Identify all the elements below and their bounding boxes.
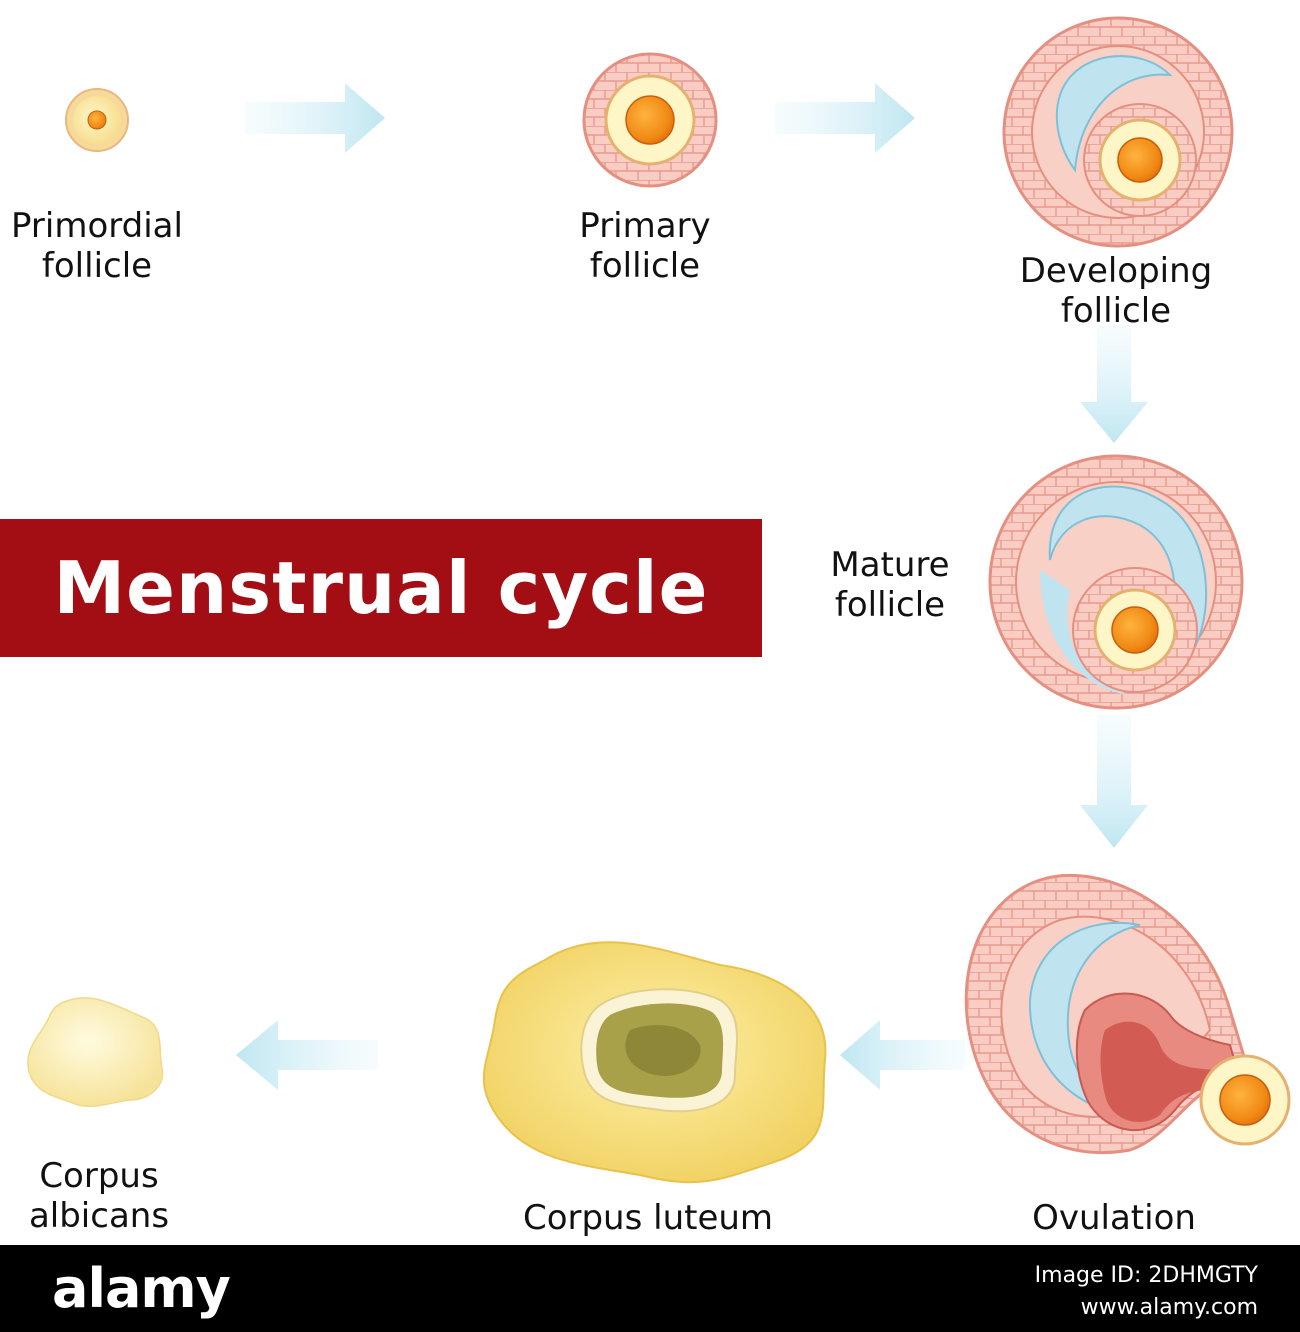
menstrual-cycle-diagram: Primordial follicle Primary follicle Dev…: [0, 16, 1291, 1238]
image-id: Image ID: 2DHMGTY: [1034, 1263, 1258, 1288]
primary-follicle-illustration: [582, 52, 718, 188]
diagram-title: Menstrual cycle: [53, 546, 709, 630]
ovulation-illustration: [964, 873, 1291, 1154]
label-developing-follicle: Developing follicle: [1019, 251, 1213, 331]
label-ovulation: Ovulation: [1032, 1198, 1196, 1238]
developing-follicle-illustration: [1002, 16, 1234, 248]
arrow-right-icon: [775, 83, 915, 153]
label-mature-follicle: Mature follicle: [830, 545, 950, 625]
diagram-canvas: [27, 16, 1291, 1184]
label-corpus-luteum: Corpus luteum: [522, 1198, 774, 1238]
corpus-luteum-illustration: [482, 941, 827, 1184]
arrow-down-icon: [1080, 325, 1148, 443]
site-url: www.alamy.com: [1080, 1295, 1258, 1320]
title-banner: Menstrual cycle: [0, 519, 762, 657]
label-primary-follicle: Primary follicle: [579, 206, 711, 286]
primordial-follicle-illustration: [65, 88, 129, 152]
corpus-albicans-illustration: [27, 997, 164, 1108]
arrow-left-icon: [840, 1020, 965, 1090]
arrow-left-icon: [236, 1020, 378, 1090]
arrow-right-icon: [245, 83, 385, 153]
arrow-down-icon: [1080, 715, 1148, 848]
footer-bar: alamy Image ID: 2DHMGTY www.alamy.com: [0, 1245, 1300, 1332]
label-primordial-follicle: Primordial follicle: [11, 206, 183, 286]
alamy-logo: alamy: [52, 1257, 231, 1320]
mature-follicle-illustration: [988, 454, 1244, 710]
label-corpus-albicans: Corpus albicans: [28, 1156, 170, 1236]
